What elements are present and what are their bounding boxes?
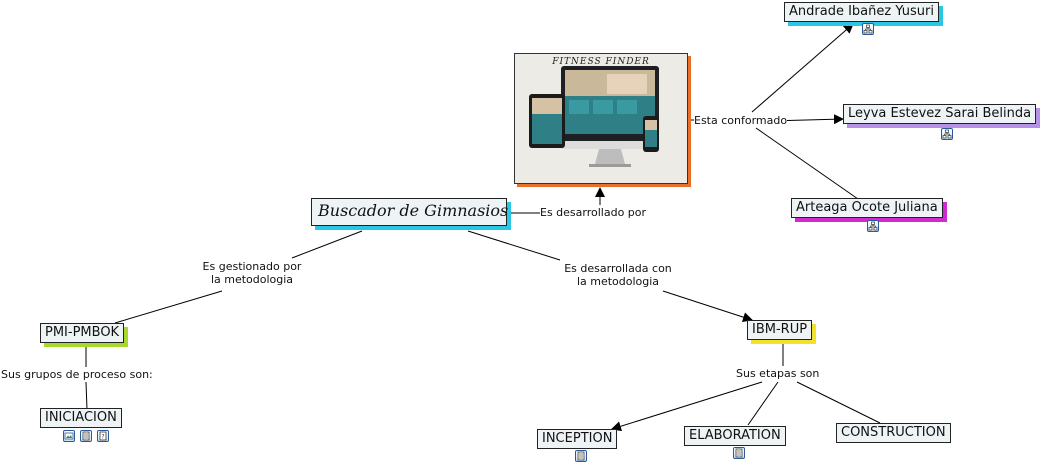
document-icon[interactable]	[733, 447, 745, 459]
concept-map-icon[interactable]	[862, 23, 874, 35]
image-caption: FITNESS FINDER	[552, 57, 650, 67]
concept-map-icon[interactable]	[867, 220, 879, 232]
node-andrade-ibanez-yusuri[interactable]: Andrade Ibañez Yusuri	[784, 2, 939, 22]
document-icon[interactable]	[80, 430, 92, 442]
link-label-desarrollada-line1: Es desarrollada con	[564, 262, 672, 275]
link-label-desarrollado-por: Es desarrollado por	[540, 206, 647, 219]
document-icon[interactable]	[575, 450, 587, 462]
node-inception[interactable]: INCEPTION	[537, 429, 618, 449]
node-arteaga-ocote-juliana[interactable]: Arteaga Ocote Juliana	[791, 198, 943, 218]
node-leyva-estevez-sarai-belinda[interactable]: Leyva Estevez Sarai Belinda	[843, 104, 1037, 124]
link-label-gestionado-line1: Es gestionado por	[202, 260, 302, 273]
link-label-desarrollada-line2: la metodologia	[576, 275, 660, 288]
link-label-etapas: Sus etapas son	[736, 367, 820, 380]
svg-text:?: ?	[101, 434, 104, 441]
fitness-finder-image[interactable]: FITNESS FINDER	[514, 53, 688, 184]
node-construction[interactable]: CONSTRUCTION	[836, 423, 951, 443]
link-label-conformado: Esta conformado	[694, 114, 788, 127]
node-ibm-rup[interactable]: IBM-RUP	[747, 320, 813, 340]
link-label-gestionado-line2: la metodologia	[210, 273, 294, 286]
image-icon[interactable]	[63, 430, 75, 442]
node-iniciacion[interactable]: INICIACION	[40, 408, 122, 428]
link-label-desarrollada: Es desarrollada con la metodologia	[556, 262, 680, 288]
help-document-icon[interactable]: ?	[97, 430, 109, 442]
link-label-grupos: Sus grupos de proceso son:	[1, 368, 153, 381]
responsive-devices-illustration	[529, 66, 659, 167]
node-pmi-pmbok[interactable]: PMI-PMBOK	[40, 323, 125, 343]
node-elaboration[interactable]: ELABORATION	[684, 426, 786, 446]
link-label-gestionado: Es gestionado por la metodologia	[195, 260, 309, 286]
node-buscador-de-gimnasios[interactable]: Buscador de Gimnasios	[311, 198, 508, 226]
concept-map-icon[interactable]	[941, 128, 953, 140]
